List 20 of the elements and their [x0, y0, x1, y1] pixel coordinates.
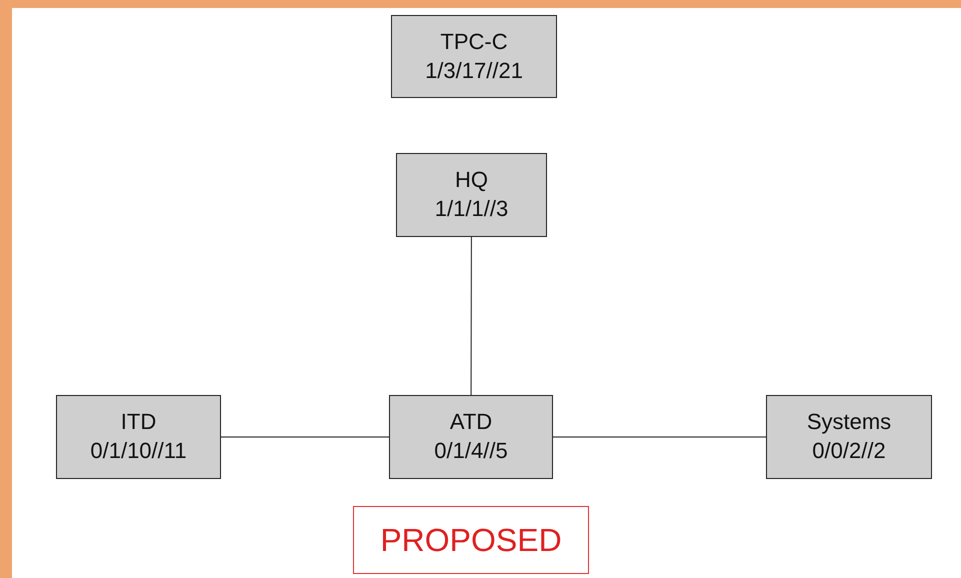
unit-name: HQ: [455, 166, 488, 194]
org-unit-box: [391, 15, 557, 98]
unit-name: ATD: [450, 408, 492, 436]
org-unit-box: [56, 395, 221, 479]
unit-name: TPC-C: [440, 28, 508, 56]
unit-name: PROPOSED: [380, 522, 562, 558]
connector-line: [470, 236, 472, 396]
unit-count: 1/1/1//3: [434, 195, 508, 223]
status-box: [353, 506, 589, 574]
unit-count: 0/1/4//5: [434, 437, 508, 465]
unit-name: ITD: [120, 408, 156, 436]
unit-count: 0/1/10//11: [90, 437, 187, 465]
connector-line: [552, 436, 766, 438]
connector-line: [220, 436, 390, 438]
org-unit-box: [389, 395, 553, 479]
unit-count: 0/0/2//2: [812, 437, 886, 465]
unit-name: Systems: [806, 408, 892, 436]
org-unit-box: [766, 395, 932, 479]
unit-count: 1/3/17//21: [425, 56, 523, 84]
org-unit-box: [396, 153, 547, 237]
